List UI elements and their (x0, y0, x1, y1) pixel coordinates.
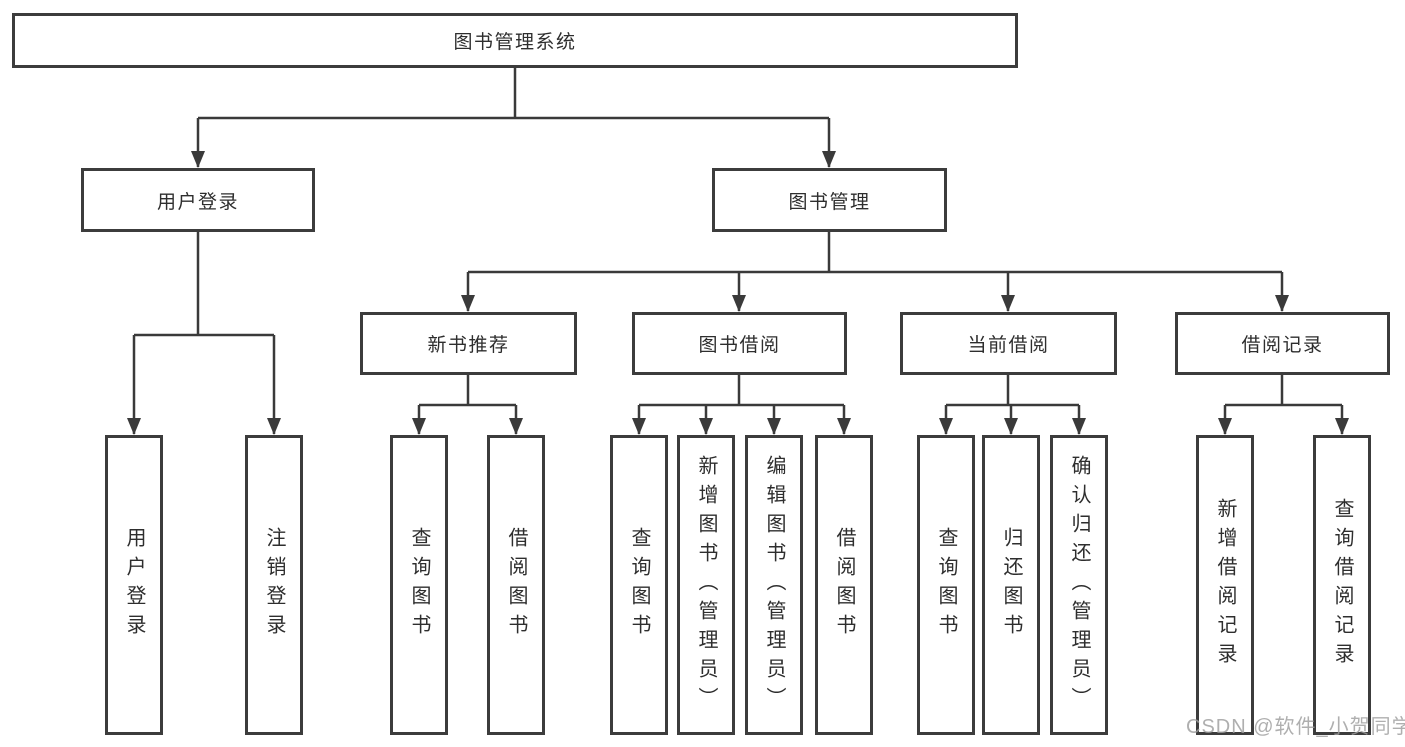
leaf-add-book-admin-label: 新增图书（管理员） (695, 454, 717, 716)
node-user-login: 用户登录 (81, 168, 315, 232)
leaf-edit-book-admin: 编辑图书（管理员） (745, 435, 803, 735)
leaf-return-book: 归还图书 (982, 435, 1040, 735)
leaf-query-borrow-record: 查询借阅记录 (1313, 435, 1371, 735)
leaf-borrow-books-recommend-label: 借阅图书 (505, 527, 527, 643)
leaf-confirm-return-admin: 确认归还（管理员） (1050, 435, 1108, 735)
node-book-management: 图书管理 (712, 168, 947, 232)
leaf-query-books-borrow: 查询图书 (610, 435, 668, 735)
leaf-confirm-return-admin-label: 确认归还（管理员） (1068, 454, 1090, 716)
node-user-login-label: 用户登录 (156, 191, 239, 213)
node-new-book-recommend-label: 新书推荐 (427, 335, 510, 356)
node-book-borrow: 图书借阅 (632, 312, 847, 375)
leaf-add-borrow-record-label: 新增借阅记录 (1214, 498, 1236, 672)
watermark: CSDN @软件_小贺同学 (1186, 716, 1405, 738)
leaf-user-login: 用户登录 (105, 435, 163, 735)
leaf-return-book-label: 归还图书 (1000, 527, 1022, 643)
leaf-query-borrow-record-label: 查询借阅记录 (1331, 498, 1353, 672)
leaf-query-books-borrow-label: 查询图书 (628, 527, 650, 643)
node-new-book-recommend: 新书推荐 (360, 312, 577, 375)
leaf-logout-login-label: 注销登录 (263, 527, 285, 643)
leaf-user-login-label: 用户登录 (123, 527, 145, 643)
leaf-add-borrow-record: 新增借阅记录 (1196, 435, 1254, 735)
leaf-logout-login: 注销登录 (245, 435, 303, 735)
leaf-borrow-books-recommend: 借阅图书 (487, 435, 545, 735)
node-root-label: 图书管理系统 (453, 32, 577, 53)
node-current-borrow: 当前借阅 (900, 312, 1117, 375)
leaf-borrow-book: 借阅图书 (815, 435, 873, 735)
node-borrow-records-label: 借阅记录 (1241, 335, 1324, 356)
leaf-borrow-book-label: 借阅图书 (833, 527, 855, 643)
node-root: 图书管理系统 (12, 13, 1018, 68)
node-book-borrow-label: 图书借阅 (698, 335, 781, 356)
leaf-edit-book-admin-label: 编辑图书（管理员） (763, 454, 785, 716)
leaf-query-books-recommend: 查询图书 (390, 435, 448, 735)
node-book-management-label: 图书管理 (788, 191, 871, 213)
leaf-query-books-current: 查询图书 (917, 435, 975, 735)
node-borrow-records: 借阅记录 (1175, 312, 1390, 375)
leaf-query-books-recommend-label: 查询图书 (408, 527, 430, 643)
leaf-add-book-admin: 新增图书（管理员） (677, 435, 735, 735)
node-current-borrow-label: 当前借阅 (967, 335, 1050, 356)
leaf-query-books-current-label: 查询图书 (935, 527, 957, 643)
